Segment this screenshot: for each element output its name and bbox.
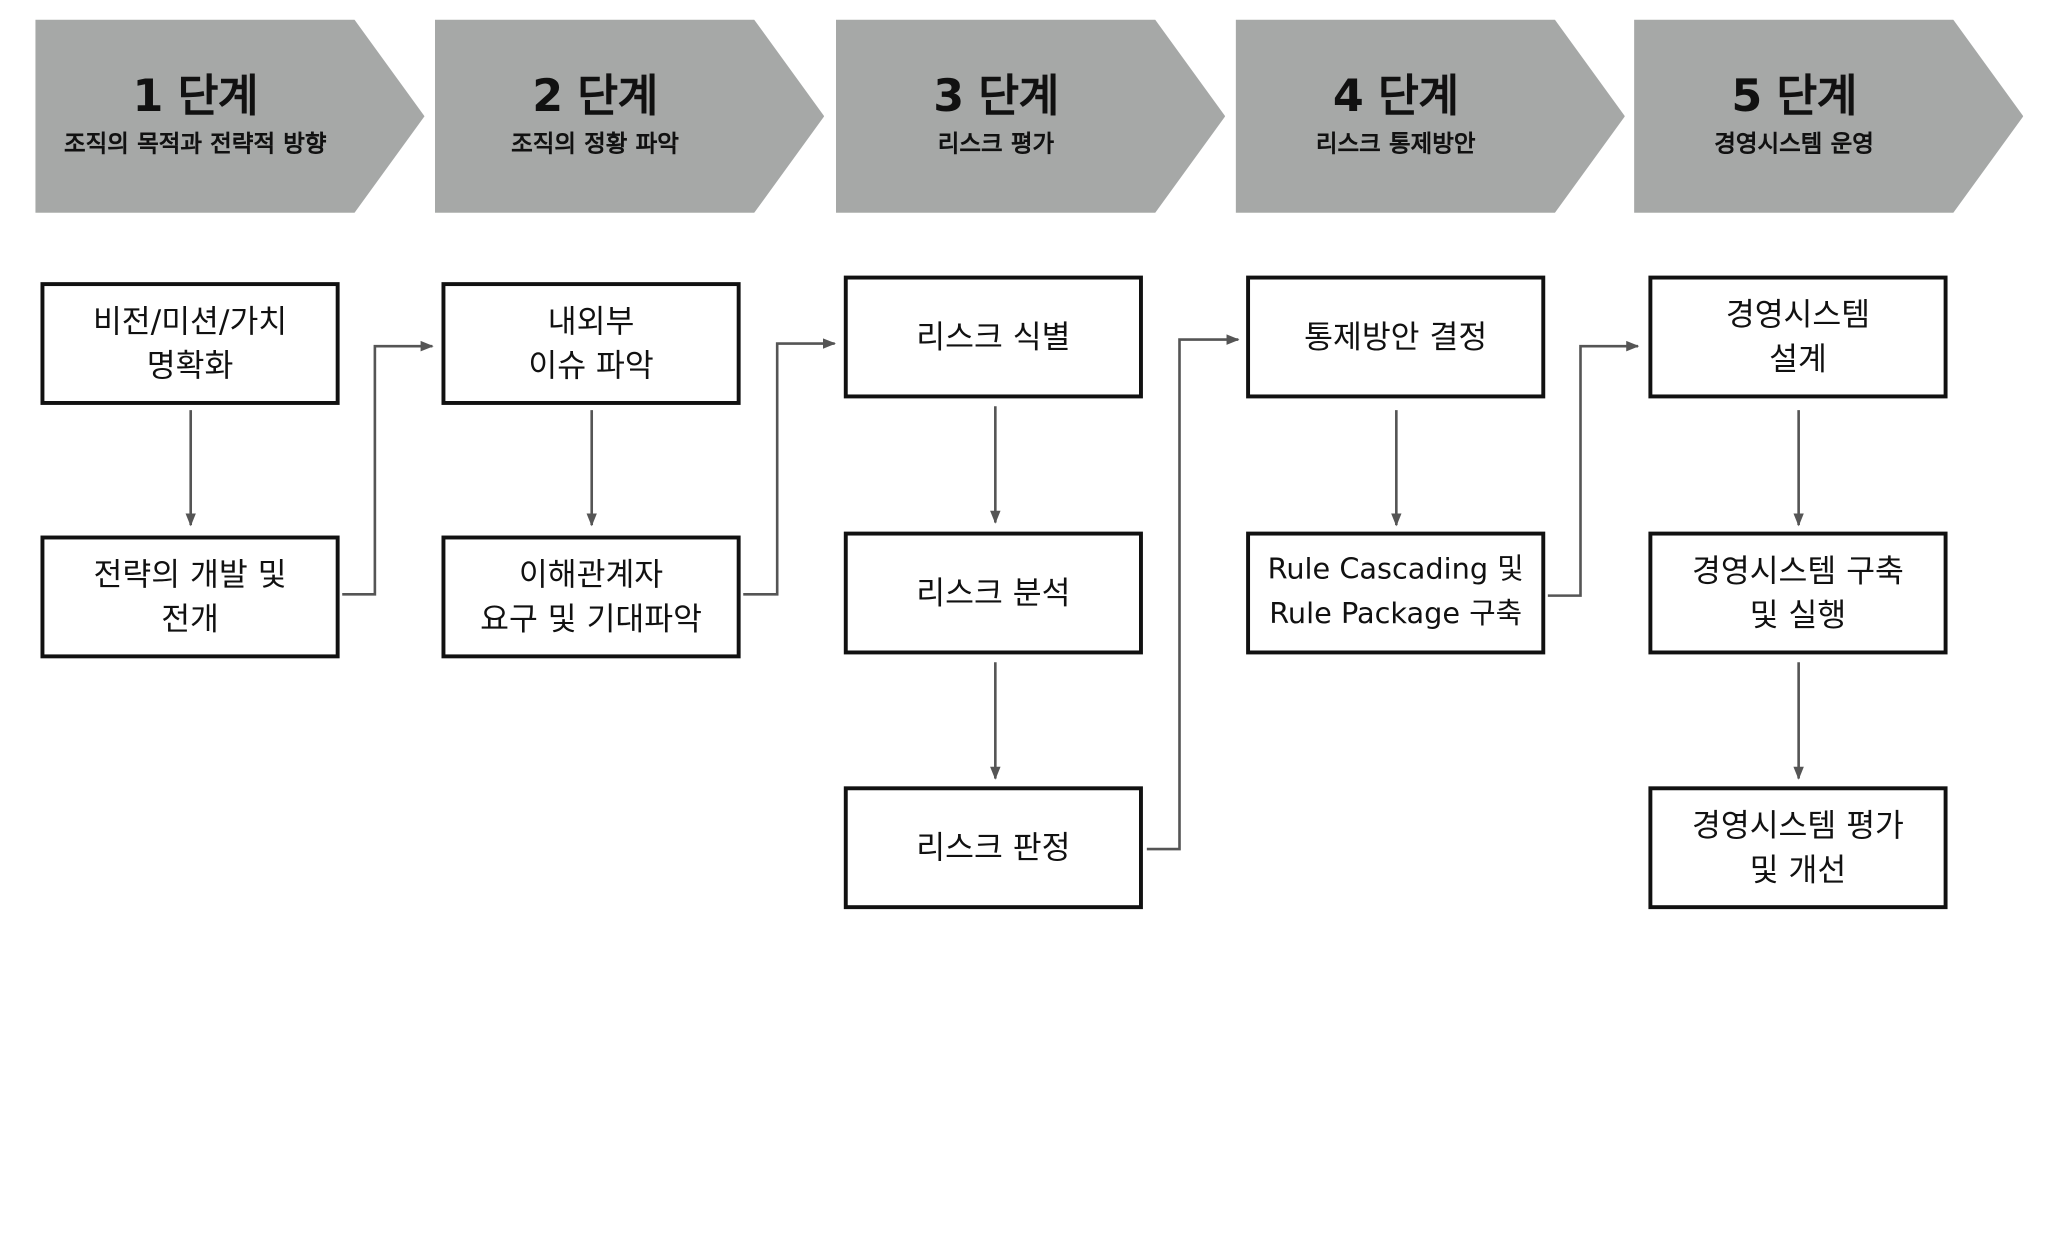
- step-risk-analysis-label: 리스크 분석: [916, 574, 1071, 612]
- step-strategy-development: 전략의 개발 및 전개: [40, 535, 340, 659]
- step-issue-identification: 내외부 이슈 파악: [441, 282, 741, 405]
- step-rule-cascading-label: Rule Cascading 및 Rule Package 구축: [1267, 553, 1524, 631]
- step-risk-analysis: 리스크 분석: [843, 531, 1143, 655]
- step-system-evaluation-label: 경영시스템 평가 및 개선: [1692, 807, 1904, 889]
- step-system-design-label: 경영시스템 설계: [1725, 296, 1871, 378]
- stage-5-header: 5 단계 경영시스템 운영: [1634, 19, 2024, 213]
- step-system-evaluation: 경영시스템 평가 및 개선: [1648, 786, 1948, 910]
- step-system-build-label: 경영시스템 구축 및 실행: [1692, 552, 1904, 634]
- stage-3-header: 3 단계 리스크 평가: [835, 19, 1226, 213]
- connector-3-to-4: [1146, 334, 1240, 851]
- stage-2-title: 조직의 정황 파악: [511, 130, 679, 159]
- step-issue-identification-label: 내외부 이슈 파악: [528, 303, 654, 385]
- step-control-decision: 통제방안 결정: [1246, 275, 1546, 399]
- step-risk-evaluation: 리스크 판정: [843, 786, 1143, 910]
- stage-1-title: 조직의 목적과 전략적 방향: [64, 130, 327, 159]
- stage-3-number: 3 단계: [933, 70, 1059, 123]
- step-rule-cascading: Rule Cascading 및 Rule Package 구축: [1246, 531, 1546, 655]
- stage-3-title: 리스크 평가: [937, 130, 1055, 159]
- stage-2-header: 2 단계 조직의 정황 파악: [434, 19, 825, 213]
- stage-2-number: 2 단계: [532, 70, 658, 123]
- step-stakeholder-needs-label: 이해관계자 요구 및 기대파악: [480, 556, 702, 638]
- step-vision-mission: 비전/미션/가치 명확화: [40, 282, 340, 405]
- stage-4-header: 4 단계 리스크 통제방안: [1235, 19, 1625, 213]
- step-risk-identification-label: 리스크 식별: [916, 318, 1071, 356]
- step-risk-evaluation-label: 리스크 판정: [916, 829, 1071, 867]
- connector-lines: [185, 334, 1804, 851]
- stage-4-title: 리스크 통제방안: [1315, 130, 1476, 159]
- connector-1-to-2: [342, 340, 434, 596]
- stage-1-number: 1 단계: [132, 70, 259, 123]
- stage-5-title: 경영시스템 운영: [1714, 130, 1874, 159]
- step-system-build: 경영시스템 구축 및 실행: [1648, 531, 1948, 655]
- connector-4-to-5: [1547, 340, 1640, 597]
- stage-4-number: 4 단계: [1332, 70, 1459, 123]
- step-system-design: 경영시스템 설계: [1648, 275, 1948, 399]
- stage-1-header: 1 단계 조직의 목적과 전략적 방향: [35, 19, 425, 213]
- step-risk-identification: 리스크 식별: [843, 275, 1143, 399]
- stage-5-number: 5 단계: [1731, 70, 1857, 123]
- step-stakeholder-needs: 이해관계자 요구 및 기대파악: [441, 535, 741, 659]
- connector-2-to-3: [743, 338, 836, 596]
- step-strategy-development-label: 전략의 개발 및 전개: [93, 556, 287, 638]
- step-control-decision-label: 통제방안 결정: [1304, 318, 1488, 356]
- step-vision-mission-label: 비전/미션/가치 명확화: [92, 303, 288, 385]
